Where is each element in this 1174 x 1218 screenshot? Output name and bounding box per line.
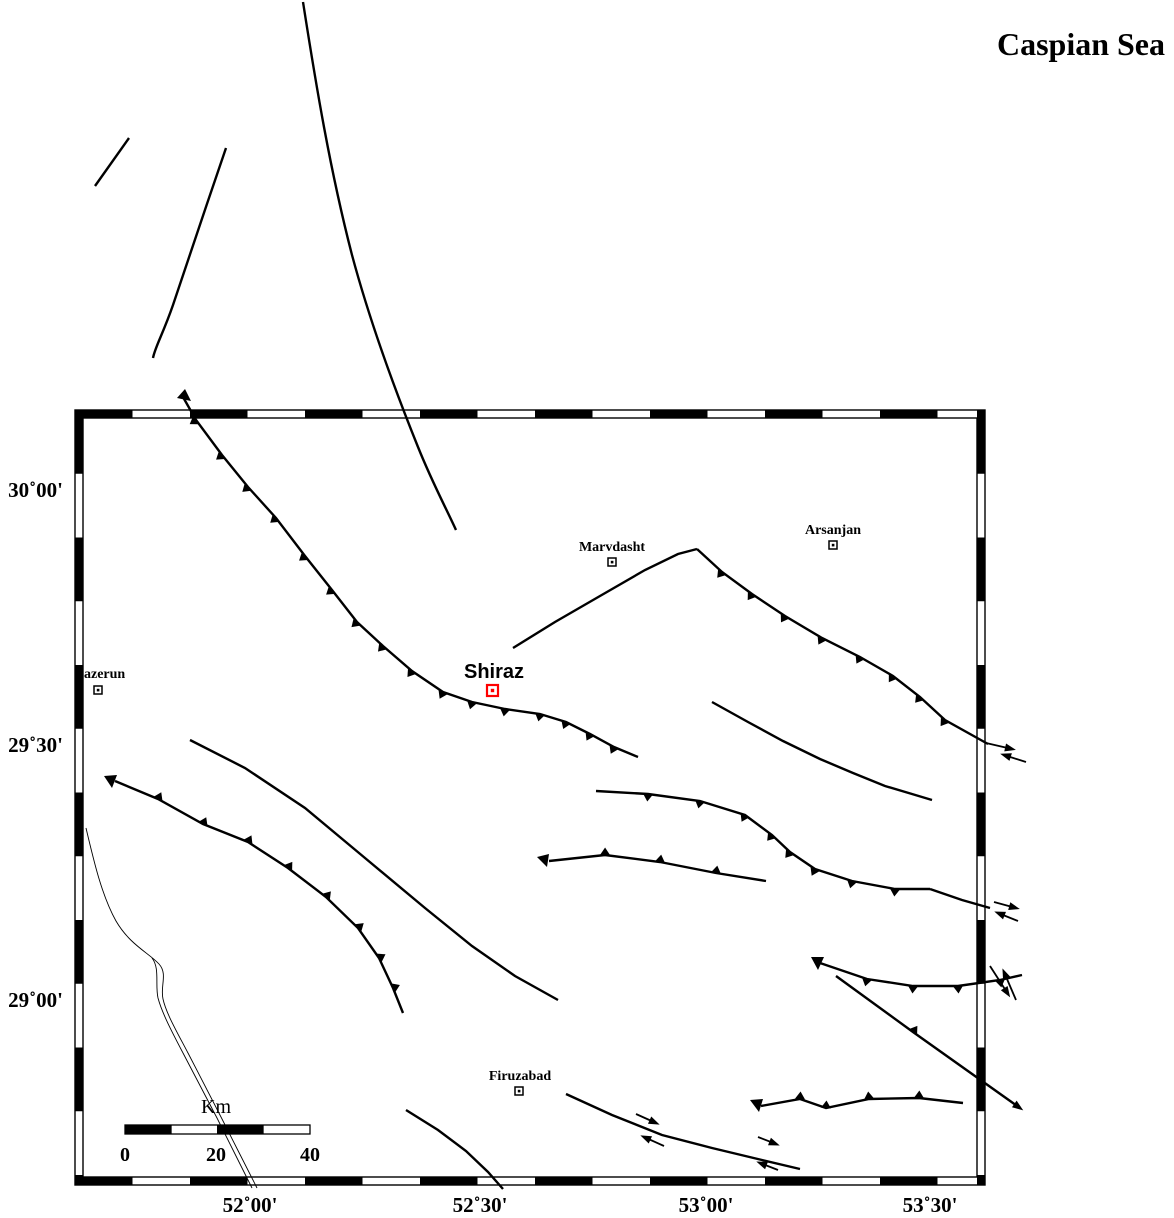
fault-line bbox=[189, 738, 559, 1002]
latitude-label: 30˚00' bbox=[8, 478, 63, 502]
fault-lines-north bbox=[94, 1, 458, 531]
scale-bar-segment bbox=[125, 1125, 171, 1134]
latitude-label: 29˚30' bbox=[8, 733, 63, 757]
thrust-fault-line bbox=[760, 1090, 964, 1110]
fault-line bbox=[405, 1108, 504, 1190]
caspian-sea-label: Caspian Sea bbox=[997, 26, 1165, 62]
slip-arrow bbox=[635, 1113, 660, 1125]
slip-arrow bbox=[994, 911, 1019, 922]
scale-tick-label: 40 bbox=[300, 1144, 320, 1166]
fault-line bbox=[151, 147, 228, 359]
frame-corner bbox=[75, 410, 83, 418]
city-firuzabad: Firuzabad bbox=[489, 1069, 551, 1096]
scale-unit-label: Km bbox=[201, 1096, 231, 1118]
city-marvdasht: Marvdasht bbox=[579, 540, 645, 567]
thrust-fault-line bbox=[696, 548, 989, 746]
fault-line bbox=[929, 887, 991, 910]
fault-line bbox=[711, 700, 933, 802]
river-line bbox=[85, 827, 258, 1189]
scale-tick-label: 0 bbox=[120, 1144, 130, 1166]
slip-arrows bbox=[635, 742, 1027, 1171]
thrust-fault-line bbox=[595, 789, 930, 897]
thrust-fault-line bbox=[819, 961, 1023, 994]
fault-lines-main bbox=[114, 396, 1024, 1190]
city-marker-dot bbox=[610, 560, 614, 564]
scale-bar-segment bbox=[217, 1125, 263, 1134]
city-label: Firuzabad bbox=[489, 1069, 551, 1084]
city-marker-dot bbox=[517, 1089, 521, 1093]
fault-tip-arrow bbox=[537, 854, 549, 867]
thrust-fault-line bbox=[548, 847, 767, 883]
city-label-shiraz: Shiraz bbox=[464, 661, 524, 683]
scale-tick-label: 20 bbox=[206, 1144, 226, 1166]
frame-corner bbox=[977, 410, 985, 418]
slip-arrow bbox=[1002, 968, 1017, 1001]
city-kazerun: azerun bbox=[84, 667, 125, 695]
thrust-fault-line bbox=[114, 779, 405, 1014]
city-label: Marvdasht bbox=[579, 540, 645, 555]
slip-arrow bbox=[757, 1136, 780, 1146]
slip-arrow bbox=[756, 1161, 779, 1171]
thrust-fault-line bbox=[181, 396, 639, 759]
frame-corner bbox=[977, 1177, 985, 1185]
latitude-labels: 30˚00' 29˚30' 29˚00' bbox=[8, 478, 63, 1012]
strike-slip-fault-line bbox=[565, 1092, 801, 1171]
city-label: Arsanjan bbox=[805, 523, 861, 538]
thrust-fault-line bbox=[835, 975, 1024, 1111]
city-arsanjan: Arsanjan bbox=[805, 523, 861, 550]
fault-line bbox=[301, 1, 458, 531]
longitude-label: 52˚00' bbox=[223, 1193, 278, 1217]
city-shiraz: Shiraz bbox=[464, 661, 524, 698]
fault-terminus-arrows bbox=[104, 389, 824, 1112]
scale-bar: Km 0 20 40 bbox=[120, 1096, 320, 1166]
fault-tip-arrow bbox=[104, 775, 117, 788]
longitude-label: 53˚30' bbox=[903, 1193, 958, 1217]
fault-line bbox=[512, 547, 698, 650]
shiraz-marker-dot bbox=[490, 688, 495, 693]
fault-tip-arrow bbox=[177, 389, 191, 401]
fault-tip-arrow bbox=[750, 1099, 763, 1112]
slip-arrow bbox=[993, 901, 1020, 911]
longitude-labels: 52˚00' 52˚30' 53˚00' 53˚30' bbox=[223, 1193, 958, 1217]
city-label: azerun bbox=[84, 667, 125, 682]
city-marker-dot bbox=[96, 688, 100, 692]
frame-outer-line bbox=[74, 409, 986, 1186]
city-marker-dot bbox=[831, 543, 835, 547]
slip-arrow bbox=[989, 965, 1011, 998]
fault-tip-arrow bbox=[811, 957, 824, 970]
longitude-label: 52˚30' bbox=[453, 1193, 508, 1217]
slip-arrow bbox=[985, 742, 1016, 752]
latitude-label: 29˚00' bbox=[8, 988, 63, 1012]
river-line bbox=[151, 957, 253, 1189]
fault-line bbox=[94, 137, 130, 187]
longitude-label: 53˚00' bbox=[679, 1193, 734, 1217]
frame-corner bbox=[75, 1177, 83, 1185]
slip-arrow bbox=[1000, 753, 1027, 763]
slip-arrow bbox=[640, 1135, 665, 1147]
